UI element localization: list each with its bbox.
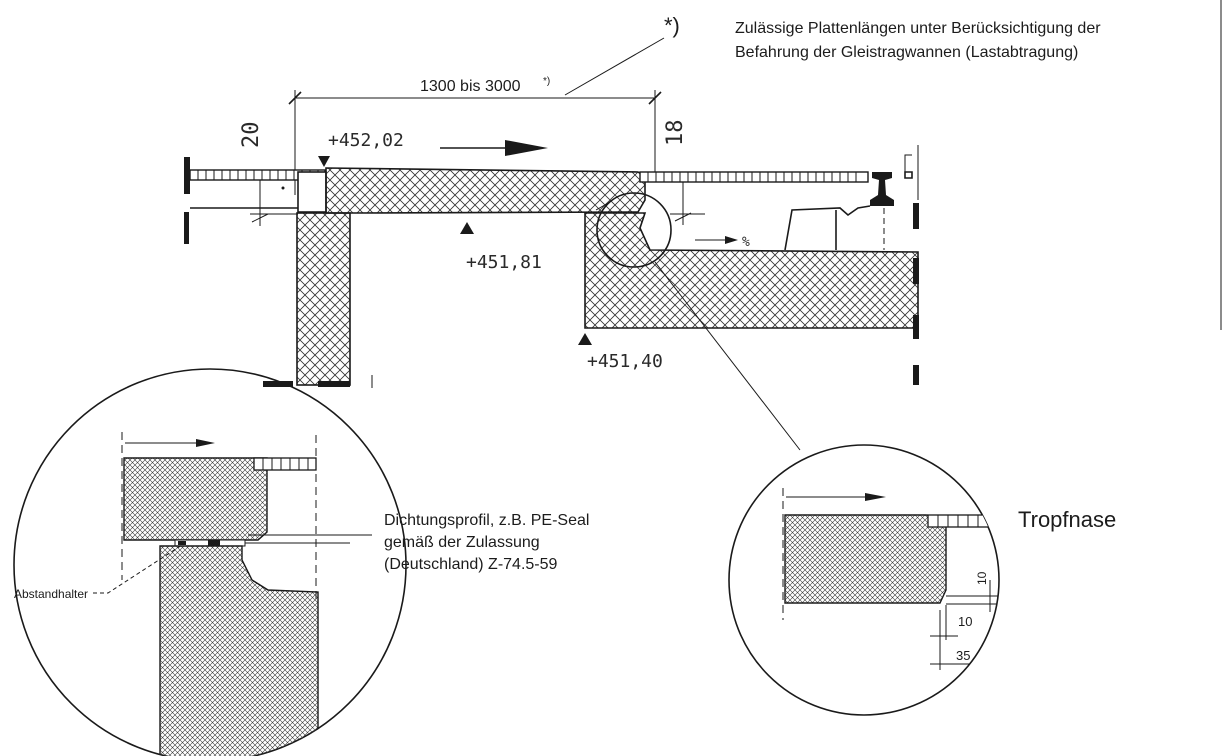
top-elevation-marker-icon	[318, 156, 330, 167]
rail	[870, 172, 894, 206]
main-plate	[325, 167, 646, 214]
left-wall-foot-left	[263, 381, 293, 387]
right-edge-bar-2	[913, 315, 919, 339]
right-edge-bar-3	[913, 365, 919, 385]
seal-label-line2: gemäß der Zulassung	[384, 534, 540, 551]
detail-dim-10-top: 10	[975, 571, 989, 585]
span-dimension-label: 1300 bis 3000	[420, 78, 521, 95]
seal-label-line3: (Deutschland) Z-74.5-59	[384, 556, 558, 573]
flow-direction-arrow	[440, 140, 548, 156]
detail-dim-10-bottom: 10	[958, 614, 972, 629]
right-structure	[584, 212, 919, 329]
left-height-label: 20	[239, 122, 264, 149]
right-edge-bar-4	[913, 203, 919, 229]
slope-arrow	[695, 236, 738, 244]
right-height-dimension	[670, 176, 705, 225]
left-wall-foot-right	[318, 381, 350, 387]
left-wall	[296, 212, 351, 386]
left-grating	[184, 157, 327, 244]
detail-callout-leader	[654, 261, 801, 451]
right-height-label: 18	[663, 120, 688, 147]
detail-dim-35: 35	[956, 648, 970, 663]
left-support-marker-icon	[460, 222, 474, 234]
track-trough-profile	[784, 205, 871, 251]
detail-callout-circle	[596, 192, 672, 268]
right-detail-view	[728, 444, 1000, 716]
slope-label: %	[742, 235, 750, 250]
left-detail-view	[13, 368, 407, 756]
drip-nose-label: Tropfnase	[1018, 507, 1116, 532]
seal-label-line1: Dichtungsprofil, z.B. PE-Seal	[384, 512, 589, 529]
plate-length-note-line2: Befahrung der Gleistragwannen (Lastabtra…	[735, 44, 1078, 61]
left-support-elevation: +451,81	[466, 252, 542, 273]
asterisk-leader-line	[564, 37, 665, 96]
asterisk-note-mark: *)	[664, 13, 680, 38]
right-grating	[639, 154, 913, 183]
right-edge-bar-1	[913, 258, 919, 284]
right-support-elevation: +451,40	[587, 351, 663, 372]
top-elevation-label: +452,02	[328, 130, 404, 151]
spacer-leader	[93, 544, 183, 594]
span-dimension-note: *)	[543, 76, 550, 87]
plate-length-note-line1: Zulässige Plattenlängen unter Berücksich…	[735, 20, 1101, 37]
right-support-marker-icon	[578, 333, 592, 345]
spacer-label: Abstandhalter	[14, 587, 88, 601]
left-height-dimension	[250, 178, 298, 226]
